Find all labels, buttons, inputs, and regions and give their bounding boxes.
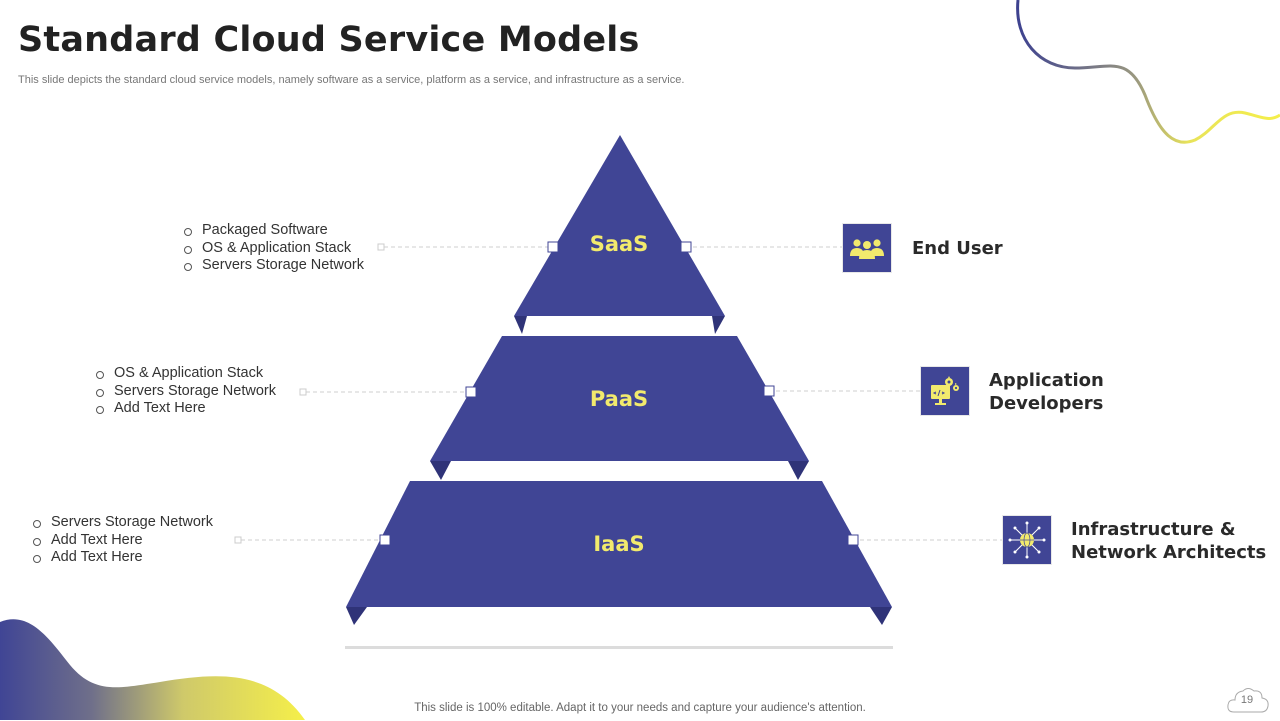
layer-iaas-shape — [346, 481, 892, 625]
decorative-wave-line — [1016, 0, 1280, 144]
list-item: OS & Application Stack — [184, 240, 364, 258]
bullet-circle-icon — [96, 406, 104, 414]
pyramid-base-shadow — [345, 646, 893, 649]
list-item: Servers Storage Network — [33, 514, 213, 532]
users-group-icon — [843, 224, 891, 272]
list-item: OS & Application Stack — [96, 365, 276, 383]
connector-endpoints-small — [234, 243, 385, 544]
list-item: Add Text Here — [33, 549, 213, 567]
role-label-end-user: End User — [912, 238, 1003, 259]
bullet-circle-icon — [96, 371, 104, 379]
layer-saas-shape — [514, 135, 725, 334]
connector-lines — [241, 246, 1003, 541]
saas-bullet-list: Packaged Software OS & Application Stack… — [184, 222, 364, 275]
bullet-circle-icon — [184, 245, 192, 254]
connector-endpoints — [379, 241, 859, 546]
code-monitor-gears-icon — [921, 367, 969, 415]
bullet-circle-icon — [33, 520, 41, 528]
layer-label-paas: PaaS — [589, 387, 649, 411]
slide-footer-note: This slide is 100% editable. Adapt it to… — [414, 702, 866, 714]
role-label-application-developers: Application Developers — [989, 370, 1104, 414]
bullet-circle-icon — [184, 228, 192, 236]
iaas-bullet-list: Servers Storage Network Add Text Here Ad… — [33, 514, 213, 567]
list-item: Add Text Here — [33, 532, 213, 550]
bullet-circle-icon — [96, 388, 104, 397]
role-label-infrastructure-network-architects: Infrastructure & Network Architects — [1071, 519, 1267, 563]
list-item: Add Text Here — [96, 400, 276, 418]
page-number-badge: 19 — [1226, 684, 1270, 716]
network-globe-icon — [1003, 516, 1051, 564]
list-item: Servers Storage Network — [184, 257, 364, 275]
slide-title: Standard Cloud Service Models — [18, 20, 640, 60]
list-item: Packaged Software — [184, 222, 364, 240]
cloud-icon — [1227, 688, 1269, 713]
page-number: 19 — [1240, 694, 1254, 706]
list-item: Servers Storage Network — [96, 383, 276, 401]
decorative-wave-blob — [0, 619, 305, 720]
bullet-circle-icon — [33, 537, 41, 546]
slide-subtitle: This slide depicts the standard cloud se… — [18, 74, 685, 86]
paas-bullet-list: OS & Application Stack Servers Storage N… — [96, 365, 276, 418]
bullet-circle-icon — [33, 555, 41, 563]
layer-label-iaas: IaaS — [593, 532, 645, 556]
layer-paas-shape — [430, 336, 809, 480]
bullet-circle-icon — [184, 263, 192, 271]
layer-label-saas: SaaS — [589, 232, 649, 256]
